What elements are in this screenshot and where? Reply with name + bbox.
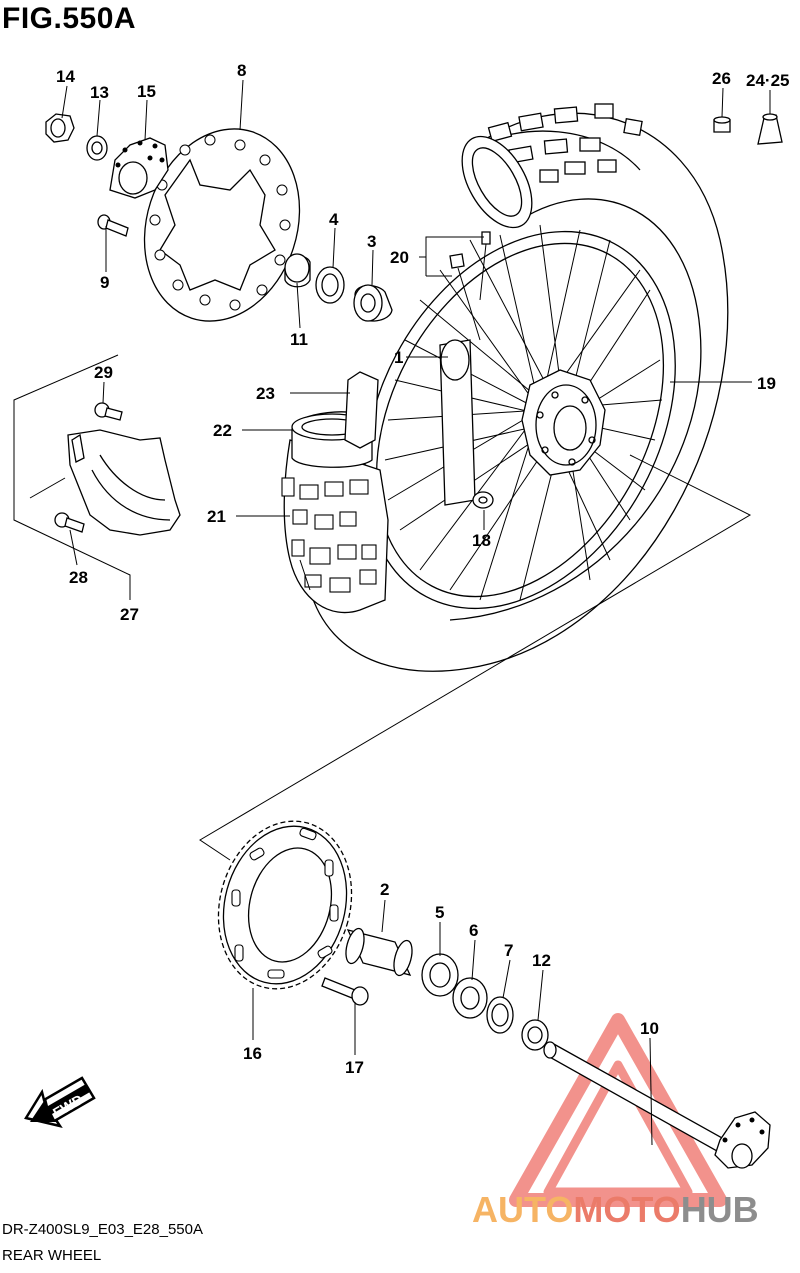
rim-strap-part-23 — [344, 371, 379, 449]
washer-part-13 — [86, 135, 108, 161]
watermark-hub: HUB — [681, 1189, 759, 1230]
bearing-part-3 — [353, 284, 393, 322]
callout-3: 3 — [367, 232, 376, 251]
oil-seal-part-4 — [315, 266, 345, 304]
rim-band-part-18 — [472, 491, 494, 509]
forward-direction-arrow: FWD — [24, 1076, 96, 1128]
callout-11: 11 — [290, 330, 308, 349]
assembly-guide-lines — [199, 454, 752, 861]
wheel-rim — [364, 230, 676, 610]
figure-name: REAR WHEEL — [2, 1247, 102, 1264]
chain-guide-assembly-part-27 — [13, 354, 181, 600]
oil-seal-part-7 — [486, 996, 514, 1034]
callout-2: 2 — [380, 880, 389, 899]
wheel-hub — [439, 339, 606, 506]
svg-text:AUTOMOTOHUB: AUTOMOTOHUB — [472, 1189, 759, 1230]
rear-tire — [299, 103, 729, 672]
rear-sprocket-part-16 — [217, 820, 353, 990]
watermark-auto: AUTO — [472, 1189, 573, 1230]
spacer-part-12 — [521, 1019, 549, 1051]
callout-10: 10 — [640, 1019, 659, 1038]
bolt-part-28 — [54, 512, 85, 533]
callout-23: 23 — [256, 384, 275, 403]
bolt-part-29 — [94, 402, 123, 421]
callout-leader-lines — [61, 79, 771, 1146]
callout-27: 27 — [120, 605, 139, 624]
callout-14: 14 — [56, 67, 75, 86]
nut-part-14 — [45, 113, 75, 143]
callout-29: 29 — [94, 363, 113, 382]
callout-7: 7 — [504, 941, 513, 960]
figure-title: FIG.550A — [2, 2, 137, 35]
axle-part-10 — [543, 1041, 771, 1169]
callout-15: 15 — [137, 82, 156, 101]
sprocket-bolt-part-17 — [321, 977, 369, 1006]
spacer-part-2 — [345, 927, 413, 977]
callout-19: 19 — [757, 374, 776, 393]
watermark-logo: AUTOMOTOHUB — [472, 1013, 759, 1230]
rim-lock-part-20 — [449, 231, 491, 341]
brake-disc — [143, 128, 301, 322]
callout-4: 4 — [329, 210, 339, 229]
spacer-part-11 — [284, 253, 311, 288]
callout-8: 8 — [237, 61, 246, 80]
callout-1: 1 — [394, 348, 403, 367]
callout-18: 18 — [472, 531, 491, 550]
valve-nut-part-24-25 — [757, 113, 783, 145]
tire-section-part-21 — [281, 439, 389, 614]
callout-26: 26 — [712, 69, 731, 88]
bolt-part-9 — [97, 214, 129, 237]
callout-16: 16 — [243, 1044, 262, 1063]
callout-6: 6 — [469, 921, 478, 940]
figure-code: DR-Z400SL9_E03_E28_550A — [2, 1221, 203, 1238]
callout-21: 21 — [207, 507, 226, 526]
bearing-part-5 — [421, 953, 459, 997]
callout-28: 28 — [69, 568, 88, 587]
tire-tread-blocks — [487, 103, 643, 183]
callout-13: 13 — [90, 83, 109, 102]
callout-5: 5 — [435, 903, 444, 922]
callout-22: 22 — [213, 421, 232, 440]
callout-20: 20 — [390, 248, 409, 267]
watermark-moto: MOTO — [573, 1189, 680, 1230]
valve-cap-part-26 — [713, 116, 731, 133]
bearing-part-6 — [452, 977, 488, 1019]
callout-17: 17 — [345, 1058, 364, 1077]
callout-numbers: 14 13 15 8 9 11 4 3 20 1 23 22 21 29 28 … — [56, 61, 789, 1077]
sprocket-drum-part-15 — [109, 137, 169, 199]
callout-9: 9 — [100, 273, 109, 292]
callout-12: 12 — [532, 951, 551, 970]
callout-24-25: 24·25 — [746, 71, 789, 90]
